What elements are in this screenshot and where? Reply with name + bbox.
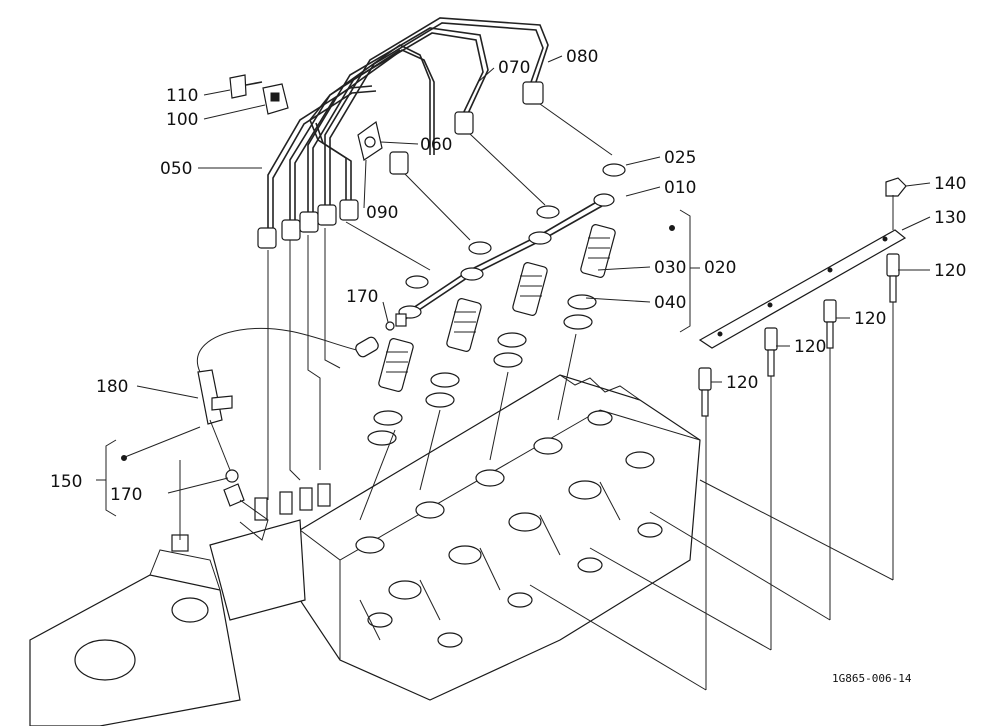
group-brackets	[96, 209, 700, 517]
callout-025: 025	[664, 148, 696, 168]
return-hose-assembly	[197, 321, 395, 541]
head-bolt-holes	[355, 410, 663, 648]
callout-150: 150	[50, 472, 82, 492]
callout-110: 110	[166, 86, 198, 106]
callout-130: 130	[934, 208, 966, 228]
callout-100: 100	[166, 110, 198, 130]
callout-140: 140	[934, 174, 966, 194]
callout-080: 080	[566, 47, 598, 67]
pipe-clamp	[229, 74, 383, 161]
glow-plug-lead	[698, 177, 907, 349]
callout-120-b: 120	[854, 309, 886, 329]
callout-070: 070	[498, 58, 530, 78]
injection-pipes	[257, 17, 549, 249]
callout-labels: 080 070 110 100 060 050 090 025 010 140 …	[50, 47, 966, 685]
callout-090: 090	[366, 203, 398, 223]
callout-120-d: 120	[726, 373, 758, 393]
callout-010: 010	[664, 178, 696, 198]
callout-020: 020	[704, 258, 736, 278]
callout-040: 040	[654, 293, 686, 313]
callout-170-a: 170	[346, 287, 378, 307]
callout-170-b: 170	[110, 485, 142, 505]
callout-030: 030	[654, 258, 686, 278]
gear-case	[29, 534, 241, 726]
callout-120-a: 120	[934, 261, 966, 281]
pump-housing	[209, 483, 331, 621]
leak-off-pipe	[395, 163, 626, 327]
reference-lines	[179, 103, 894, 691]
callout-180: 180	[96, 377, 128, 397]
figure-code: 1G865-006-14	[832, 672, 912, 685]
callout-060: 060	[420, 135, 452, 155]
cylinder-head	[299, 374, 701, 701]
callout-120-c: 120	[794, 337, 826, 357]
callout-050: 050	[160, 159, 192, 179]
leader-lines	[124, 55, 931, 494]
injection-nozzles	[367, 224, 616, 446]
